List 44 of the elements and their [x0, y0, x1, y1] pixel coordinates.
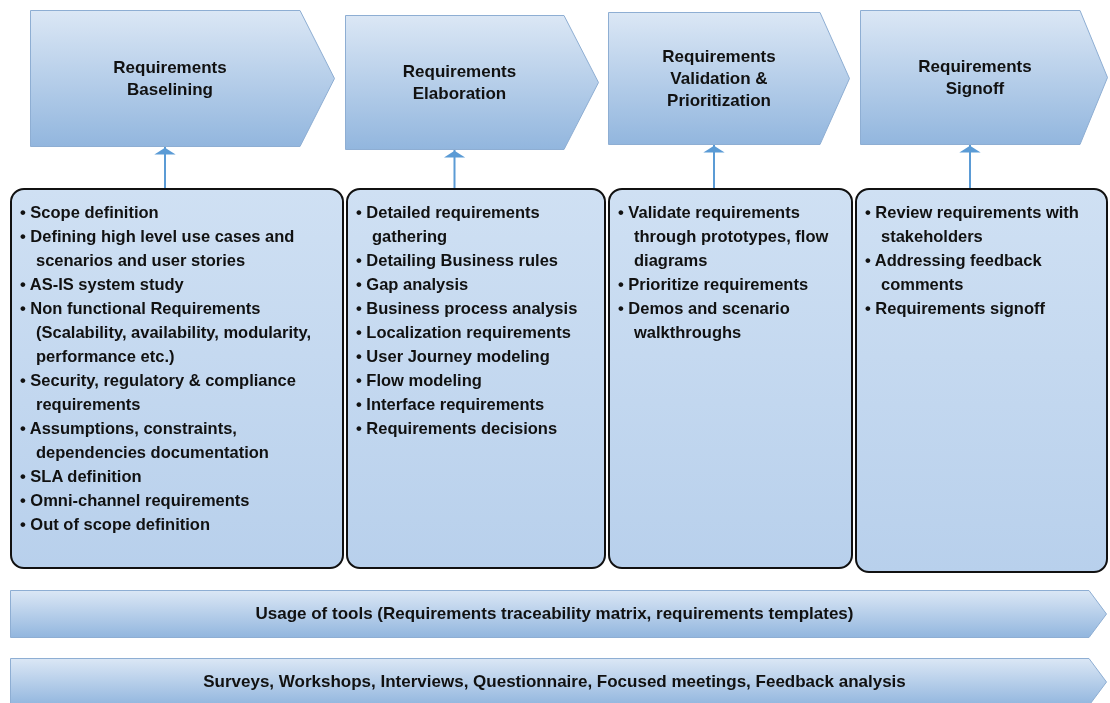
bullet-item: • Out of scope definition: [20, 514, 212, 535]
bullet-item: • Omni-channel requirements: [20, 490, 251, 511]
bullet-item: • Requirements decisions: [356, 418, 559, 439]
activity-card: [346, 188, 606, 569]
bullet-item: • Demos and scenario walkthroughs: [618, 298, 791, 343]
bullet-item: • Addressing feedback comments: [865, 250, 1043, 295]
pointer-arrow: [154, 146, 176, 189]
phase-header: [345, 15, 599, 150]
step-title: Requirements Signoff: [917, 55, 1033, 100]
bullet-item: • User Journey modeling: [356, 346, 551, 367]
step-title: Requirements Baselining: [112, 56, 228, 101]
bullet-item: • Defining high level use cases and scenarios and user stories: [20, 226, 296, 271]
step-title: Requirements Elaboration: [401, 60, 518, 105]
bullet-item: • SLA definition: [20, 466, 143, 487]
step-title: Requirements Validation & Prioritization: [661, 45, 777, 112]
pointer-arrow: [703, 144, 725, 189]
bullet-item: • Review requirements with stakeholders: [865, 202, 1080, 247]
bullet-item: • Security, regulatory & compliance requirements: [20, 370, 297, 415]
pointer-arrow: [443, 149, 466, 189]
bullet-item: • Scope definition: [20, 202, 160, 223]
bullet-item: • Flow modeling: [356, 370, 483, 391]
banner-band: [10, 590, 1107, 638]
bullet-item: • Interface requirements: [356, 394, 546, 415]
bullet-item: • Requirements signoff: [865, 298, 1046, 319]
phase-header: [608, 12, 850, 145]
activity-card: [855, 188, 1108, 573]
bullet-item: • Gap analysis: [356, 274, 470, 295]
bullet-item: • Non functional Requirements (Scalability, availability, modularity, performance etc.): [20, 298, 313, 367]
phase-header: [860, 10, 1108, 145]
bullet-item: • Validate requirements through prototypes, flow diagrams: [618, 202, 830, 271]
activity-card: [10, 188, 344, 569]
banner-label: Surveys, Workshops, Interviews, Questionnaire, Focused meetings, Feedback analysis: [202, 671, 907, 693]
pointer-arrow: [959, 144, 981, 189]
bullet-item: • Detailing Business rules: [356, 250, 559, 271]
phase-header: [30, 10, 335, 147]
bullet-item: • Localization requirements: [356, 322, 572, 343]
bullet-item: • Prioritize requirements: [618, 274, 810, 295]
activity-card: [608, 188, 853, 569]
bullet-item: • Detailed requirements gathering: [356, 202, 541, 247]
bullet-item: • AS-IS system study: [20, 274, 185, 295]
bullet-item: • Business process analysis: [356, 298, 579, 319]
banner-band: [10, 658, 1107, 703]
banner-label: Usage of tools (Requirements traceability matrix, requirements templates): [254, 603, 855, 625]
bullet-item: • Assumptions, constraints, dependencies documentation: [20, 418, 270, 463]
